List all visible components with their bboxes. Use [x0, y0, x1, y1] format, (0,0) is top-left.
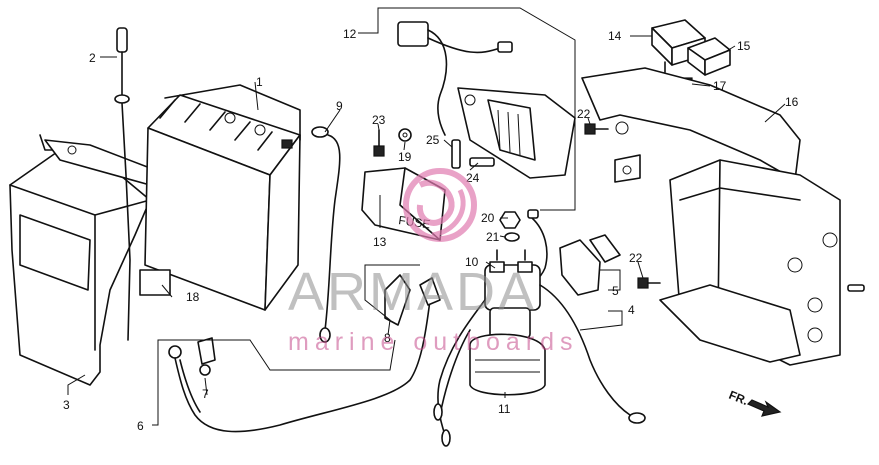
washer-19 — [398, 128, 412, 142]
callout-11: 11 — [498, 402, 511, 416]
starter-relay — [484, 249, 541, 339]
callout-21: 21 — [486, 230, 500, 244]
bolt-23 — [373, 129, 385, 157]
relay-cables — [433, 284, 646, 447]
fuse-main — [451, 139, 461, 169]
fuse-spare — [469, 157, 495, 167]
callout-19: 19 — [398, 150, 412, 164]
callout-9: 9 — [336, 99, 343, 113]
front-direction-arrow — [746, 399, 782, 417]
callout-7: 7 — [202, 387, 209, 401]
callout-8: 8 — [384, 331, 391, 345]
battery-negative-cable — [311, 126, 341, 343]
callout-23: 23 — [372, 113, 386, 127]
terminal-clamp — [384, 274, 441, 326]
starter-cable — [168, 299, 431, 433]
callout-13: 13 — [373, 235, 387, 249]
fuse-box-assembly — [397, 21, 576, 179]
callout-24: 24 — [466, 171, 480, 185]
callout-3: 3 — [63, 398, 70, 412]
callout-22-upper: 22 — [577, 107, 591, 121]
cable-terminal-cap — [199, 364, 211, 376]
leader-lines — [67, 7, 786, 426]
callout-5: 5 — [612, 284, 619, 298]
callout-17: 17 — [713, 79, 727, 93]
battery-vent-tube — [114, 27, 131, 341]
callout-4: 4 — [628, 303, 635, 317]
armada-logo-icon — [403, 168, 477, 242]
relay-rubber-boot — [469, 333, 546, 396]
battery-label — [139, 269, 171, 296]
callout-18: 18 — [186, 290, 200, 304]
watermark-tagline: marine outboards — [288, 328, 579, 356]
relay-15 — [687, 37, 731, 76]
callout-15: 15 — [737, 39, 751, 53]
relay-lead-terminal — [527, 209, 539, 219]
bolt-22-upper — [584, 123, 609, 135]
armada-watermark: ARMADA marine outboards — [288, 168, 579, 356]
battery — [144, 84, 301, 311]
callout-10: 10 — [465, 255, 479, 269]
battery-box-frame — [581, 67, 865, 366]
callout-25: 25 — [426, 133, 440, 147]
callout-12: 12 — [343, 27, 357, 41]
callout-20: 20 — [481, 211, 495, 225]
callout-16: 16 — [785, 95, 799, 109]
callout-14: 14 — [608, 29, 622, 43]
front-direction-marker: FR. — [727, 388, 782, 417]
bolt-22-lower — [637, 277, 661, 289]
callout-2: 2 — [89, 51, 96, 65]
callout-1: 1 — [256, 75, 263, 89]
callout-6: 6 — [137, 419, 144, 433]
terminal-covers — [559, 234, 621, 296]
front-direction-label: FR. — [727, 388, 750, 408]
callout-22-lower: 22 — [629, 251, 643, 265]
callout-labels: 1 2 3 4 5 6 7 8 9 10 11 12 13 14 15 16 1… — [63, 27, 799, 433]
watermark-brand: ARMADA — [288, 262, 537, 322]
nut-20 — [499, 211, 521, 229]
washer-21 — [504, 232, 520, 242]
